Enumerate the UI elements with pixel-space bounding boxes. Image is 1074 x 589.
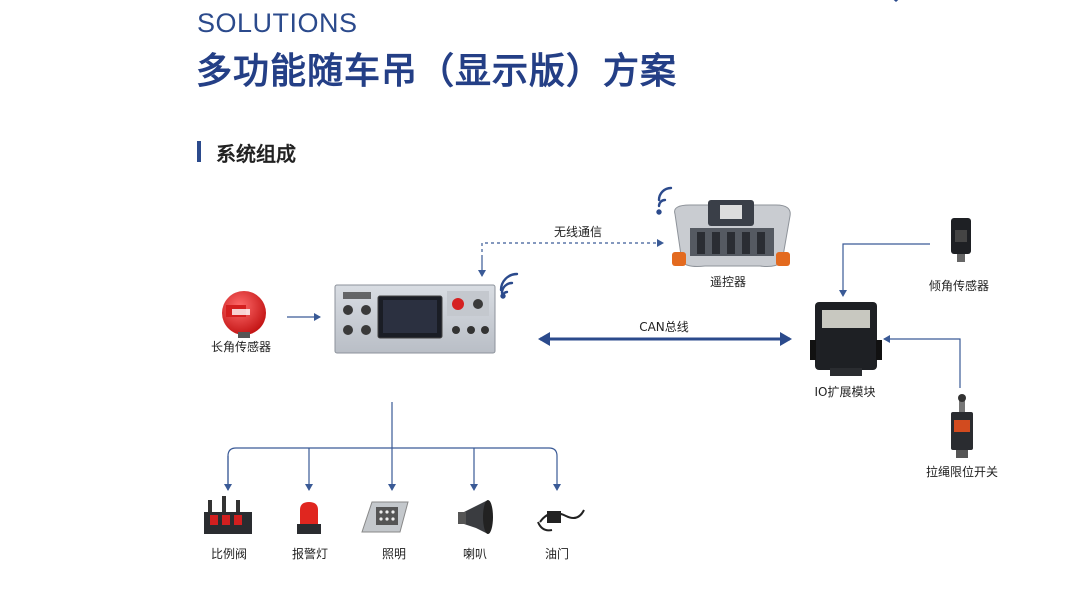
rope-switch-icon [951, 394, 973, 458]
wireless-link [481, 239, 664, 276]
label-rope-switch: 拉绳限位开关 [926, 464, 998, 479]
io-module-icon [810, 302, 882, 376]
output-tree [224, 402, 561, 491]
section-accent-bar [197, 141, 201, 162]
label-can-bus: CAN总线 [639, 320, 689, 334]
label-io-module: IO扩展模块 [815, 385, 876, 399]
throttle-icon [537, 509, 585, 532]
overline-solutions: SOLUTIONS [197, 8, 358, 38]
page-title: 多功能随车吊（显示版）方案 [196, 51, 678, 92]
section-title: 系统组成 [216, 142, 296, 166]
label-wireless: 无线通信 [554, 225, 602, 239]
lighting-icon [361, 501, 409, 533]
horn-icon [458, 500, 493, 534]
display-controller-icon [334, 284, 496, 354]
angle-sensor-icon [222, 291, 266, 338]
tilt-sensor-icon [951, 218, 971, 262]
remote-wifi-icon [656, 186, 673, 215]
label-horn: 喇叭 [463, 546, 487, 561]
label-remote: 遥控器 [710, 275, 746, 289]
label-angle-sensor: 长角传感器 [211, 339, 271, 354]
label-lighting: 照明 [382, 547, 406, 561]
brand-logo-icon [893, 0, 899, 2]
remote-control-icon [672, 200, 791, 267]
label-alarm-light: 报警灯 [292, 546, 328, 561]
arrow-rope-to-io [883, 335, 961, 388]
label-tilt-sensor: 倾角传感器 [929, 278, 989, 293]
label-valve: 比例阀 [211, 547, 247, 561]
proportional-valve-icon [204, 496, 252, 534]
label-throttle: 油门 [545, 546, 569, 561]
display-wifi-icon [499, 272, 519, 299]
arrow-tilt-to-io [839, 243, 930, 297]
alarm-light-icon [297, 502, 321, 534]
